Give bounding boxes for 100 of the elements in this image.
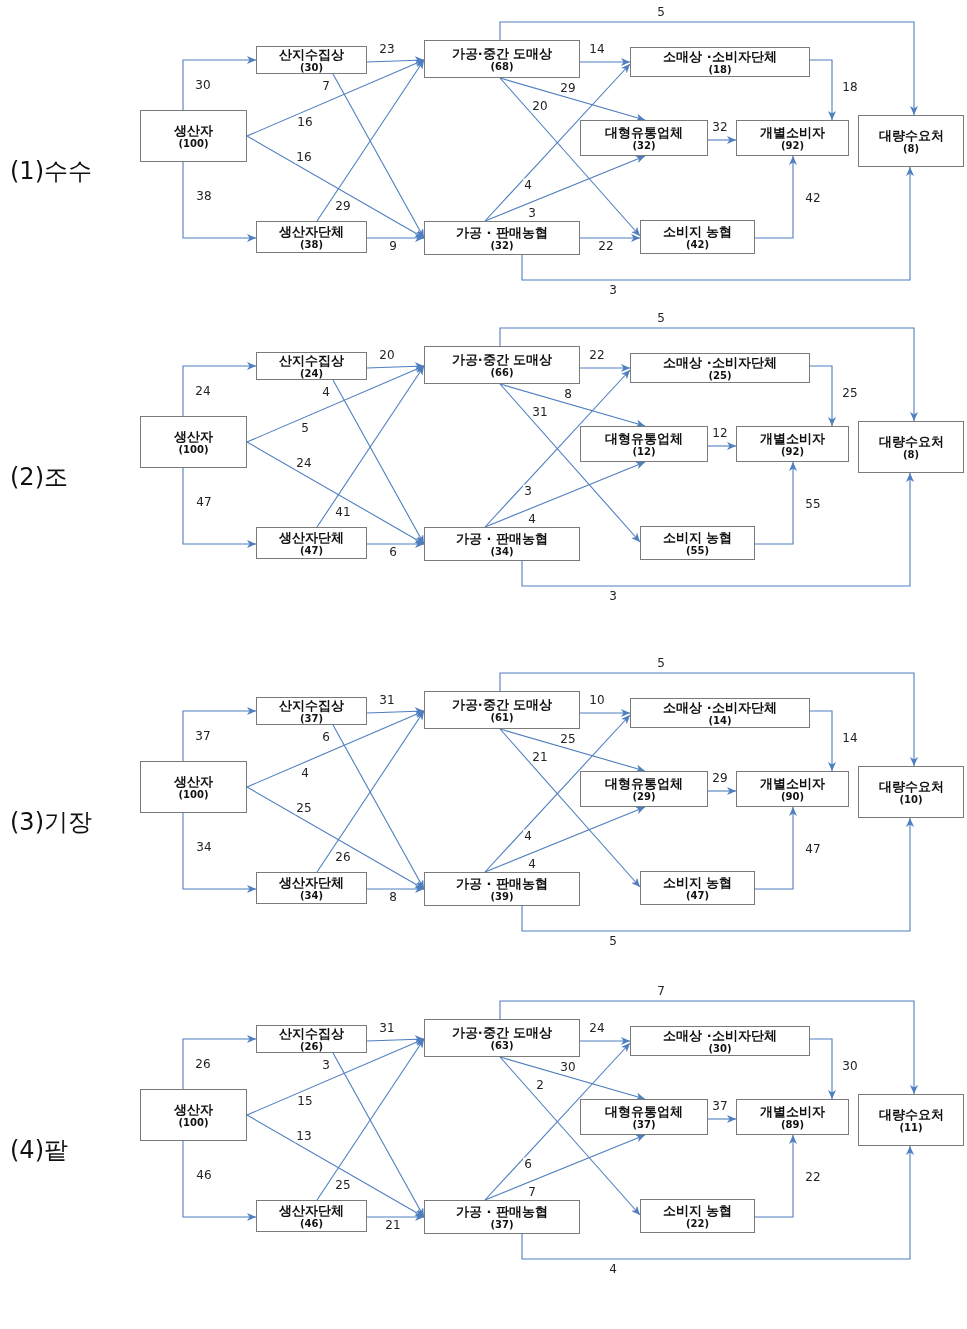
edge-label: 20: [378, 348, 396, 362]
processing-coop-box: [424, 527, 580, 561]
quantity-label: (32): [490, 240, 514, 251]
arrow: [499, 672, 918, 767]
edge-label: 3: [608, 283, 618, 297]
node-label: 개별소비자: [760, 431, 825, 446]
arrow: [246, 1038, 425, 1116]
edge-label: 5: [656, 656, 666, 670]
edge-label: 18: [841, 80, 859, 94]
edge-label: 24: [194, 384, 212, 398]
arrow: [499, 21, 918, 116]
edge-label: 20: [531, 99, 549, 113]
arrow: [484, 63, 631, 222]
node-label: 소매상 ·소비자단체: [663, 700, 777, 715]
node-label: 소비지 농협: [662, 530, 733, 545]
edge-label: 30: [194, 78, 212, 92]
arrow: [754, 806, 797, 890]
node-label: 대형유통업체: [605, 431, 683, 446]
arrow: [499, 77, 646, 122]
quantity-label: (100): [178, 444, 209, 455]
wholesaler-box: [424, 40, 580, 78]
node-label: 대형유통업체: [605, 776, 683, 791]
arrow: [316, 1038, 425, 1201]
node-label: 생산자: [174, 429, 213, 444]
arrow: [484, 714, 631, 873]
arrow: [316, 710, 425, 873]
edge-label: 29: [559, 81, 577, 95]
quantity-label: (11): [899, 1122, 923, 1133]
quantity-label: (47): [299, 545, 324, 556]
edge-label: 8: [388, 890, 398, 904]
arrow: [754, 1134, 797, 1218]
arrow: [521, 817, 914, 932]
quantity-label: (100): [178, 138, 209, 149]
wholesaler-box: [424, 691, 580, 729]
quantity-label: (8): [902, 143, 920, 154]
arrow: [579, 709, 631, 717]
edge-label: 22: [588, 348, 606, 362]
arrow: [366, 1213, 425, 1221]
node-label: 생산자단체: [279, 1203, 344, 1218]
edge-label: 25: [295, 801, 313, 815]
quantity-label: (12): [632, 446, 656, 457]
edge-label: 25: [841, 386, 859, 400]
consumer-box: [736, 426, 849, 462]
node-label: 소비지 농협: [662, 224, 733, 239]
arrow: [332, 379, 425, 545]
edge-label: 25: [559, 732, 577, 746]
arrow: [499, 383, 641, 543]
edge-label: 47: [804, 842, 822, 856]
edge-label: 4: [523, 829, 533, 843]
edge-label: 16: [296, 115, 314, 129]
edge-label: 4: [300, 766, 310, 780]
edge-label: 8: [563, 387, 573, 401]
node-label: 생산자: [174, 123, 213, 138]
edge-label: 31: [531, 405, 549, 419]
edge-label: 42: [804, 191, 822, 205]
edge-label: 29: [334, 199, 352, 213]
edge-label: 24: [295, 456, 313, 470]
arrow: [707, 1115, 737, 1123]
quantity-label: (32): [632, 140, 656, 151]
edge-label: 6: [523, 1157, 533, 1171]
arrow: [484, 1042, 631, 1201]
quantity-label: (92): [780, 446, 805, 457]
arrow: [182, 707, 257, 762]
edge-label: 21: [531, 750, 549, 764]
quantity-label: (92): [780, 140, 805, 151]
edge-label: 16: [295, 150, 313, 164]
arrow: [499, 383, 646, 428]
quantity-label: (46): [299, 1218, 324, 1229]
arrow: [246, 135, 425, 239]
node-label: 대량수요처: [878, 779, 944, 794]
node-label: 소매상 ·소비자단체: [663, 1028, 777, 1043]
edge-label: 26: [334, 850, 352, 864]
edge-label: 2: [535, 1078, 545, 1092]
quantity-label: (63): [490, 1040, 514, 1051]
arrow: [521, 166, 914, 281]
quantity-label: (100): [178, 789, 209, 800]
edge-label: 31: [378, 1021, 396, 1035]
arrow: [366, 362, 425, 371]
node-label: 가공·중간 도매상: [451, 1025, 553, 1040]
edge-label: 31: [378, 693, 396, 707]
edge-label: 6: [321, 730, 331, 744]
edge-label: 34: [195, 840, 213, 854]
edge-label: 32: [711, 120, 729, 134]
node-label: 대형유통업체: [605, 125, 683, 140]
arrow: [182, 1140, 257, 1221]
arrow: [246, 1114, 425, 1218]
edge-label: 37: [711, 1099, 729, 1113]
arrow: [809, 710, 836, 772]
edge-label: 4: [608, 1262, 618, 1276]
panel-title: (1)수수: [10, 157, 92, 185]
quantity-label: (90): [780, 791, 805, 802]
node-label: 소비지 농협: [662, 875, 733, 890]
arrow: [316, 59, 425, 222]
quantity-label: (34): [490, 546, 514, 557]
producer-group-box: [256, 221, 367, 253]
consumer-box: [736, 1099, 849, 1135]
node-label: 가공·중간 도매상: [451, 46, 553, 61]
edge-label: 5: [656, 5, 666, 19]
consumer-coop-box: [640, 526, 755, 560]
arrow: [366, 1035, 425, 1044]
